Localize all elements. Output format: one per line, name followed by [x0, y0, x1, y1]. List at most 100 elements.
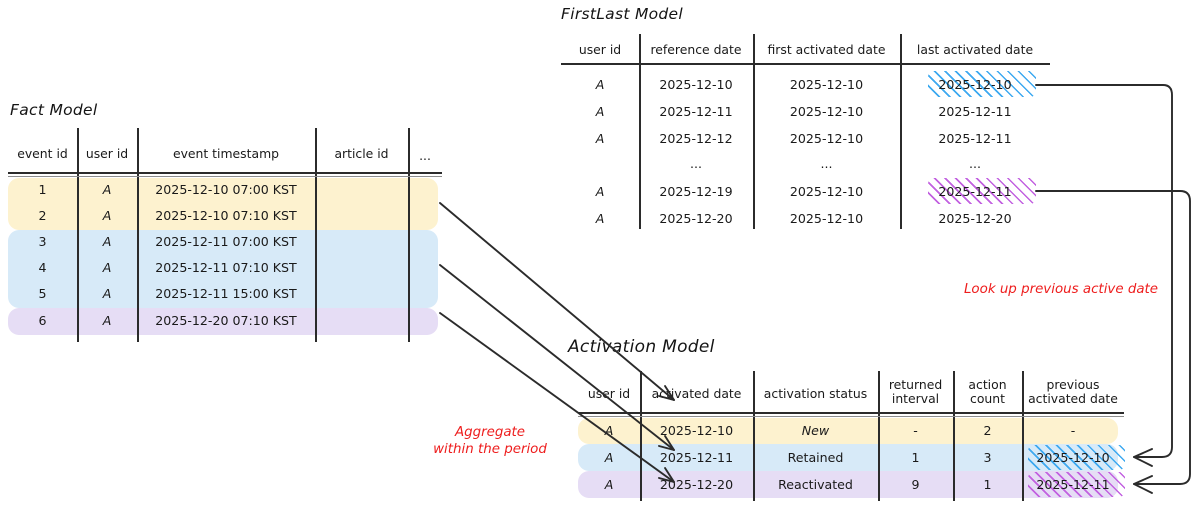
firstlast-header-first-activated-date: first activated date — [767, 42, 886, 57]
firstlast-cell-ellipsis: ... — [820, 156, 833, 171]
fact-cell-event-timestamp: 2025-12-10 07:00 KST — [155, 182, 297, 197]
arrow-fact-to-activation-purple — [439, 312, 675, 483]
fact-header-user-id: user id — [85, 146, 129, 161]
activation-col-divider-5 — [1022, 371, 1024, 501]
firstlast-cell-user-id: A — [595, 211, 605, 226]
firstlast-header-reference-date: reference date — [650, 42, 742, 57]
firstlast-cell-user-id: A — [595, 77, 605, 92]
firstlast-header-user-id: user id — [578, 42, 622, 57]
activation-header-previous-activated-date: previous activated date — [1022, 378, 1124, 406]
activation-highlight-blue — [1028, 445, 1125, 470]
fact-cell-event-id: 5 — [38, 286, 47, 301]
fact-cell-user-id: A — [102, 208, 112, 223]
activation-cell-action-count: 1 — [983, 477, 992, 492]
activation-cell-activated-date: 2025-12-10 — [659, 423, 734, 438]
firstlast-cell-first-activated-date: 2025-12-10 — [789, 184, 864, 199]
fact-row-group-blue — [8, 230, 438, 308]
activation-header-previous-activated-date-line1: previous — [1046, 377, 1100, 392]
fact-cell-event-timestamp: 2025-12-11 07:00 KST — [155, 234, 297, 249]
activation-col-divider-4 — [953, 371, 955, 501]
fact-cell-event-id: 1 — [38, 182, 47, 197]
fact-cell-event-timestamp: 2025-12-11 15:00 KST — [155, 286, 297, 301]
fact-model-title: Fact Model — [10, 101, 98, 119]
activation-header-action-count-line2: count — [970, 390, 1005, 406]
firstlast-cell-last-activated-date: 2025-12-11 — [938, 184, 1012, 199]
firstlast-header-rule — [561, 63, 1050, 65]
fact-cell-event-id: 4 — [38, 260, 47, 275]
firstlast-cell-reference-date: 2025-12-20 — [659, 211, 733, 226]
activation-header-activation-status: activation status — [763, 386, 868, 401]
activation-cell-returned-interval: 9 — [911, 477, 920, 492]
fact-header-event-timestamp: event timestamp — [172, 146, 280, 161]
activation-cell-activation-status: New — [801, 423, 830, 438]
activation-cell-previous-activated-date: - — [1070, 423, 1076, 438]
fact-header-rule — [8, 172, 442, 174]
activation-cell-returned-interval: - — [913, 423, 918, 438]
activation-cell-action-count: 2 — [983, 423, 992, 438]
activation-col-divider-1 — [640, 371, 642, 501]
firstlast-cell-reference-date: 2025-12-12 — [659, 131, 733, 146]
fact-cell-user-id: A — [102, 260, 112, 275]
activation-header-action-count-line1: action — [968, 377, 1007, 392]
activation-col-divider-2 — [753, 371, 755, 501]
firstlast-cell-user-id: A — [595, 104, 605, 119]
activation-col-divider-3 — [878, 371, 880, 501]
arrow-firstlast-purple-to-activation — [1035, 190, 1191, 494]
firstlast-cell-ellipsis: ... — [689, 156, 702, 171]
activation-cell-user-id: A — [604, 450, 614, 465]
firstlast-cell-last-activated-date: 2025-12-11 — [938, 104, 1012, 119]
fact-cell-event-timestamp: 2025-12-11 07:10 KST — [155, 260, 297, 275]
fact-header-article-id: article id — [334, 146, 389, 161]
activation-header-rule — [578, 412, 1124, 414]
activation-cell-user-id: A — [604, 423, 614, 438]
firstlast-highlight-purple — [928, 178, 1036, 204]
annotation-lookup: Look up previous active date — [963, 282, 1159, 297]
activation-header-returned-interval-line1: returned — [888, 377, 943, 392]
firstlast-model-title: FirstLast Model — [561, 5, 683, 23]
firstlast-col-divider-1 — [639, 34, 641, 229]
firstlast-col-divider-2 — [753, 34, 755, 229]
fact-cell-event-id: 2 — [38, 208, 47, 223]
activation-cell-previous-activated-date: 2025-12-11 — [1036, 477, 1110, 492]
firstlast-cell-user-id: A — [595, 131, 605, 146]
fact-col-divider-4 — [408, 128, 410, 342]
activation-cell-action-count: 3 — [983, 450, 992, 465]
fact-cell-user-id: A — [102, 234, 112, 249]
firstlast-highlight-blue — [928, 71, 1036, 97]
annotation-aggregate-line1: Aggregate — [454, 425, 526, 440]
annotation-aggregate-line2: within the period — [433, 442, 547, 458]
firstlast-cell-first-activated-date: 2025-12-10 — [789, 131, 864, 146]
activation-header-activated-date: activated date — [651, 386, 742, 401]
fact-col-divider-1 — [77, 128, 79, 342]
activation-cell-activation-status: Reactivated — [778, 477, 853, 492]
firstlast-cell-last-activated-date: 2025-12-11 — [938, 131, 1012, 146]
activation-header-previous-activated-date-line2: activated date — [1028, 390, 1118, 406]
fact-cell-user-id: A — [102, 182, 112, 197]
arrow-firstlast-blue-to-activation — [1035, 84, 1173, 467]
firstlast-cell-first-activated-date: 2025-12-10 — [789, 77, 864, 92]
activation-cell-user-id: A — [604, 477, 614, 492]
activation-cell-returned-interval: 1 — [911, 450, 920, 465]
activation-highlight-purple — [1028, 472, 1125, 497]
fact-header-rule-shadow — [8, 176, 442, 178]
annotation-aggregate: Aggregate within the period — [408, 424, 572, 458]
fact-col-divider-2 — [137, 128, 139, 342]
firstlast-cell-last-activated-date: 2025-12-10 — [938, 77, 1012, 92]
firstlast-cell-reference-date: 2025-12-19 — [659, 184, 733, 199]
activation-cell-activation-status: Retained — [787, 450, 844, 465]
fact-cell-user-id: A — [102, 286, 112, 301]
activation-header-returned-interval: returned interval — [878, 378, 953, 406]
fact-cell-event-id: 6 — [38, 313, 47, 328]
firstlast-header-last-activated-date: last activated date — [916, 42, 1034, 57]
firstlast-cell-last-activated-date: 2025-12-20 — [938, 211, 1012, 226]
activation-cell-activated-date: 2025-12-20 — [659, 477, 734, 492]
firstlast-col-divider-3 — [900, 34, 902, 229]
fact-cell-event-id: 3 — [38, 234, 47, 249]
firstlast-cell-first-activated-date: 2025-12-10 — [789, 211, 864, 226]
arrow-fact-to-activation-blue — [439, 264, 675, 451]
firstlast-cell-reference-date: 2025-12-11 — [659, 104, 733, 119]
fact-row-group-purple — [8, 308, 438, 335]
firstlast-cell-reference-date: 2025-12-10 — [659, 77, 733, 92]
fact-cell-event-timestamp: 2025-12-10 07:10 KST — [155, 208, 297, 223]
